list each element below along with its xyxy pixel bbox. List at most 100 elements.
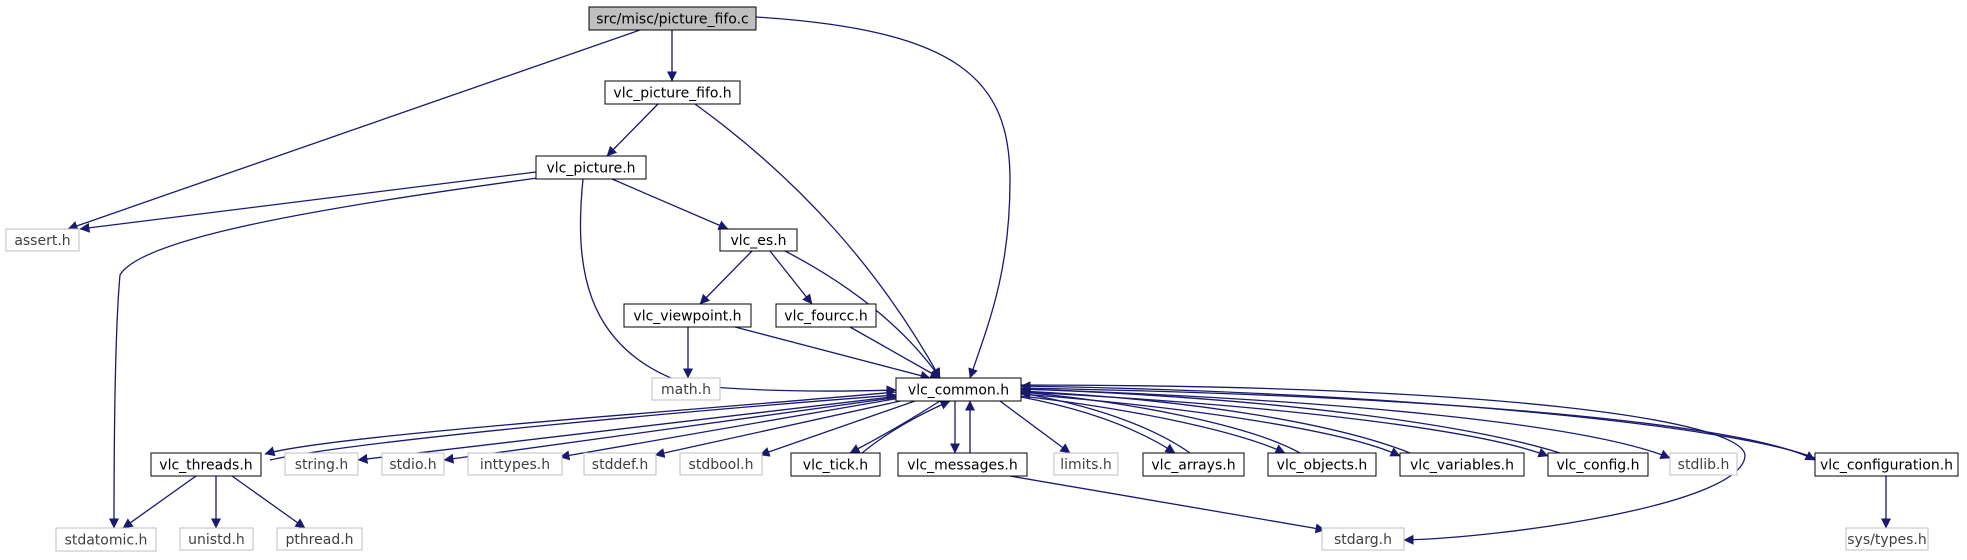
node-vlc-common-h[interactable]: vlc_common.h [895,377,1022,402]
node-box [583,452,657,476]
node-vlc-viewpoint-h[interactable]: vlc_viewpoint.h [623,303,752,328]
node-label: vlc_objects.h [1277,458,1368,474]
edge-vlc-common-h-to-limits-h [999,400,1071,454]
node-label: vlc_variables.h [1410,458,1514,474]
node-box [535,155,647,180]
node-label: vlc_fourcc.h [784,309,867,325]
node-box [679,452,763,476]
node-label: stdio.h [389,457,436,473]
edge-vlc-es-h-to-vlc-common-h [784,250,941,379]
edge-vlc-configuration-h-to-vlc-common-h [1020,381,1816,459]
node-label: unistd.h [188,532,245,548]
node-picture-fifo-c[interactable]: src/misc/picture_fifo.c [588,6,757,31]
edge-vlc-common-h-to-vlc-threads-h [264,391,897,457]
edge-vlc-common-h-to-string-h [357,395,901,464]
node-vlc-threads-h[interactable]: vlc_threads.h [150,452,262,477]
node-box [1321,527,1405,551]
node-box [5,228,80,252]
node-box [895,377,1022,402]
node-stddef-h: stddef.h [583,452,657,476]
node-assert-h: assert.h [5,228,80,252]
node-vlc-messages-h[interactable]: vlc_messages.h [897,452,1028,477]
edge-vlc-common-h-to-vlc-arrays-h [1020,396,1176,454]
node-label: stdarg.h [1334,532,1392,548]
node-vlc-fourcc-h[interactable]: vlc_fourcc.h [775,303,877,328]
node-box [1547,452,1649,477]
node-vlc-es-h[interactable]: vlc_es.h [719,228,798,252]
edge-vlc-picture-fifo-h-to-vlc-common-h [694,103,941,379]
node-label: math.h [661,382,711,398]
node-box [1814,452,1959,477]
node-label: stdatomic.h [65,533,148,549]
node-vlc-tick-h[interactable]: vlc_tick.h [790,452,881,477]
edge-vlc-common-h-to-vlc-objects-h [1020,395,1286,454]
node-label: string.h [295,457,349,473]
edge-vlc-common-h-to-stdarg-h [1020,384,1746,545]
node-pthread-h: pthread.h [276,527,363,551]
node-box [1845,527,1929,551]
node-vlc-arrays-h[interactable]: vlc_arrays.h [1142,452,1245,477]
node-label: pthread.h [285,532,353,548]
node-box [1267,452,1377,477]
node-stdbool-h: stdbool.h [679,452,763,476]
node-vlc-configuration-h[interactable]: vlc_configuration.h [1814,452,1959,477]
node-label: vlc_messages.h [907,458,1017,474]
node-box [719,228,798,252]
edge-vlc-common-h-to-stddef-h [654,399,906,458]
node-vlc-objects-h[interactable]: vlc_objects.h [1267,452,1377,477]
node-label: assert.h [14,233,70,249]
node-vlc-variables-h[interactable]: vlc_variables.h [1399,452,1525,477]
edge-vlc-objects-h-to-vlc-common-h [1020,387,1301,454]
node-unistd-h: unistd.h [179,527,254,551]
node-label: vlc_es.h [730,233,786,249]
node-box [775,303,877,328]
edge-vlc-common-h-to-stdlib-h [1020,388,1671,460]
node-string-h: string.h [284,452,359,476]
node-label: vlc_picture_fifo.h [613,86,731,102]
edge-vlc-picture-h-to-vlc-common-h [579,178,897,396]
edge-vlc-picture-h-to-assert-h [79,171,537,233]
node-box [1669,452,1738,476]
node-stdarg-h: stdarg.h [1321,527,1405,551]
edge-vlc-config-h-to-vlc-common-h [1020,384,1561,454]
node-box [1399,452,1525,477]
node-label: vlc_config.h [1556,458,1639,474]
node-stdatomic-h: stdatomic.h [55,527,157,552]
edge-vlc-common-h-to-stdbool-h [759,400,916,457]
node-label: vlc_threads.h [159,458,252,474]
node-vlc-picture-fifo-h[interactable]: vlc_picture_fifo.h [604,80,741,105]
file-nodes: src/misc/picture_fifo.c vlc_picture_fifo.… [5,6,1959,552]
node-label: limits.h [1060,457,1111,473]
edge-vlc-common-h-to-stdio-h [443,396,901,464]
node-label: vlc_arrays.h [1151,458,1235,474]
node-box [588,6,757,31]
node-box [284,452,359,476]
node-box [179,527,254,551]
edge-vlc-tick-h-to-vlc-common-h [861,400,951,454]
node-label: vlc_tick.h [803,458,868,474]
node-label: vlc_picture.h [546,161,635,177]
node-label: stddef.h [592,457,648,473]
node-label: vlc_configuration.h [1820,458,1953,474]
node-box [276,527,363,551]
node-stdlib-h: stdlib.h [1669,452,1738,476]
edge-vlc-threads-h-to-pthread-h [231,475,306,529]
node-box [651,377,721,401]
node-box [467,452,563,476]
node-box [790,452,881,477]
edge-vlc-picture-h-to-vlc-es-h [611,178,729,230]
node-label: sys/types.h [1847,532,1926,548]
node-label: stdlib.h [1678,457,1730,473]
node-label: vlc_viewpoint.h [633,309,741,325]
node-vlc-config-h[interactable]: vlc_config.h [1547,452,1649,477]
node-box [897,452,1028,477]
edge-vlc-es-h-to-vlc-viewpoint-h [699,250,753,305]
node-vlc-picture-h[interactable]: vlc_picture.h [535,155,647,180]
edge-vlc-common-h-to-inttypes-h [559,397,901,461]
edge-vlc-picture-h-to-stdatomic-h [109,176,546,529]
edge-vlc-fourcc-h-to-vlc-common-h [849,326,941,379]
node-inttypes-h: inttypes.h [467,452,563,476]
node-box [623,303,752,328]
edge-vlc-es-h-to-vlc-fourcc-h [769,250,813,305]
node-stdio-h: stdio.h [381,452,445,476]
